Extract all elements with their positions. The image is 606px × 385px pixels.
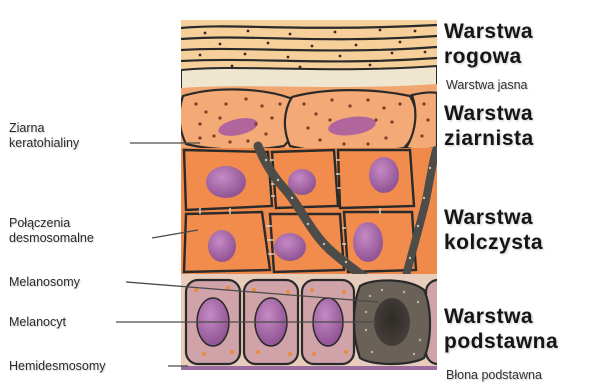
hemidesmosomes-label: Hemidesmosomy bbox=[9, 359, 106, 374]
desmosomes-label-line1: Połączenia bbox=[9, 216, 70, 231]
spinous-nucleus bbox=[274, 233, 306, 261]
basement-membrane-label: Błona podstawna bbox=[446, 368, 542, 382]
spinosum-label-line2: kolczysta bbox=[444, 230, 543, 255]
desmosomes-label-line2: desmosomalne bbox=[9, 231, 94, 246]
basale-label-line1: Warstwa bbox=[444, 304, 533, 329]
lucidum-label: Warstwa jasna bbox=[446, 78, 528, 92]
keratohyalin-label-line1: Ziarna bbox=[9, 121, 44, 136]
spinous-nucleus bbox=[369, 157, 399, 193]
melanocyte-label: Melanocyt bbox=[9, 315, 66, 330]
melanosomes-label: Melanosomy bbox=[9, 275, 80, 290]
spinosum-label-line1: Warstwa bbox=[444, 205, 533, 230]
spinous-nucleus bbox=[206, 166, 246, 198]
basement-membrane bbox=[181, 366, 437, 370]
granulosum-label-line1: Warstwa bbox=[444, 101, 533, 126]
keratohyalin-label-line2: keratohialiny bbox=[9, 136, 79, 151]
granulosum-label-line2: ziarnista bbox=[444, 126, 534, 151]
spinous-nucleus bbox=[288, 169, 316, 195]
spinous-nucleus bbox=[208, 230, 236, 262]
melanocyte-nucleus bbox=[374, 298, 410, 346]
corneum-label-line2: rogowa bbox=[444, 44, 522, 69]
basale-label-line2: podstawna bbox=[444, 329, 558, 354]
corneum-label-line1: Warstwa bbox=[444, 19, 533, 44]
spinous-nucleus bbox=[353, 222, 383, 262]
